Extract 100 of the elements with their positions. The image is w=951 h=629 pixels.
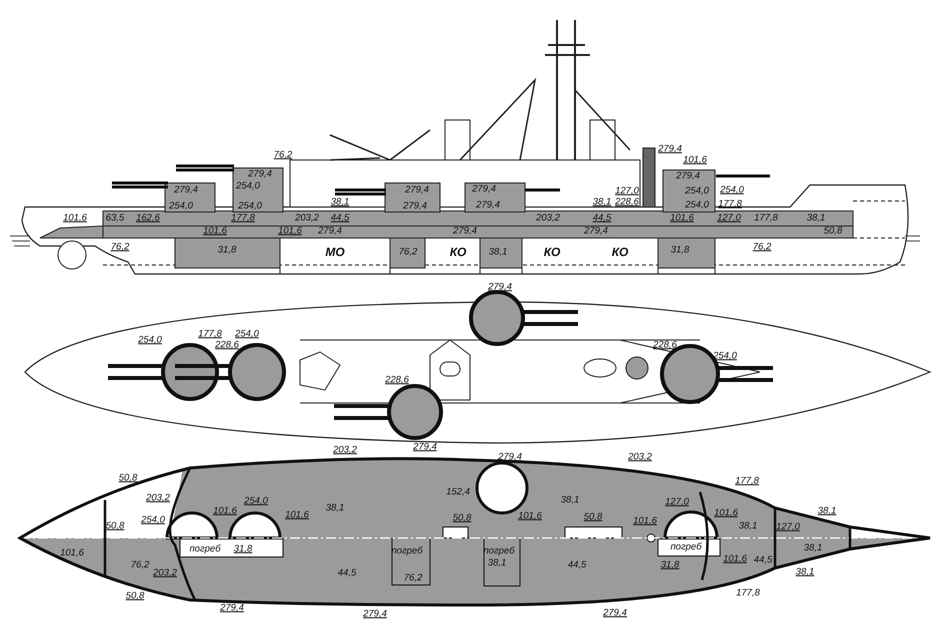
thickness-label: 254,0 bbox=[685, 186, 709, 196]
thickness-label: 279,4 bbox=[472, 184, 496, 194]
thickness-label: 177,8 bbox=[231, 213, 255, 223]
thickness-label: 203,2 bbox=[333, 445, 357, 455]
thickness-label: 203,2 bbox=[536, 213, 560, 223]
thickness-label: 101,6 bbox=[670, 213, 694, 223]
thickness-label: 254,0 bbox=[720, 185, 744, 195]
thickness-label: 38,1 bbox=[738, 521, 758, 531]
thickness-label: 44,5 bbox=[330, 213, 350, 223]
thickness-label: 38,1 bbox=[326, 503, 344, 513]
thickness-label: 279,4 bbox=[476, 200, 500, 210]
thickness-label: 101,6 bbox=[63, 213, 87, 223]
thickness-label: 279,4 bbox=[403, 201, 427, 211]
thickness-label: 228,6 bbox=[385, 375, 409, 385]
thickness-label: 279,4 bbox=[603, 608, 627, 618]
thickness-label: 38,1 bbox=[804, 543, 822, 553]
thickness-label: 254,0 bbox=[244, 496, 268, 506]
thickness-label: 127,0 bbox=[717, 213, 741, 223]
thickness-label: 76,2 bbox=[404, 573, 422, 583]
thickness-label: 203,2 bbox=[628, 452, 652, 462]
thickness-label: 203,2 bbox=[295, 213, 319, 223]
thickness-label: погреб bbox=[189, 544, 221, 554]
thickness-label: 101,6 bbox=[278, 226, 302, 236]
thickness-label: КО bbox=[450, 246, 466, 258]
thickness-label: 279,4 bbox=[248, 169, 272, 179]
thickness-label: 177,8 bbox=[736, 588, 760, 598]
thickness-label: 38,1 bbox=[806, 213, 826, 223]
thickness-label: 50,8 bbox=[118, 473, 138, 483]
thickness-label: МО bbox=[325, 246, 345, 258]
thickness-label: 279,4 bbox=[220, 603, 244, 613]
thickness-label: 63,5 bbox=[106, 213, 124, 223]
thickness-label: 279,4 bbox=[488, 282, 512, 292]
thickness-label: КО bbox=[612, 246, 628, 258]
thickness-label: 254,0 bbox=[235, 329, 259, 339]
thickness-label: 101,6 bbox=[633, 516, 657, 526]
thickness-label: 101,6 bbox=[683, 155, 707, 165]
thickness-label: 101,6 bbox=[723, 554, 747, 564]
thickness-label: 76,2 bbox=[130, 560, 150, 570]
thickness-label: 76,2 bbox=[274, 150, 292, 160]
thickness-label: 228,6 bbox=[653, 340, 677, 350]
thickness-label: 127,0 bbox=[665, 497, 689, 507]
thickness-label: 38,1 bbox=[592, 197, 612, 207]
thickness-label: 254,0 bbox=[141, 515, 165, 525]
thickness-label: 44,5 bbox=[338, 568, 356, 578]
thickness-label: 228,6 bbox=[615, 197, 639, 207]
thickness-label: 50,8 bbox=[584, 512, 602, 522]
thickness-label: 127,0 bbox=[776, 522, 800, 532]
thickness-label: погреб bbox=[483, 546, 515, 556]
thickness-label: 177,8 bbox=[198, 329, 222, 339]
thickness-label: 50,8 bbox=[106, 521, 124, 531]
thickness-label: 76,2 bbox=[752, 242, 772, 252]
thickness-label: 279,4 bbox=[405, 185, 429, 195]
thickness-label: 44,5 bbox=[592, 213, 612, 223]
thickness-label: 254,0 bbox=[685, 200, 709, 210]
thickness-label: 101,6 bbox=[213, 506, 237, 516]
thickness-label: 50,8 bbox=[126, 591, 144, 601]
thickness-label: 254,0 bbox=[169, 201, 193, 211]
thickness-label: 228,6 bbox=[215, 340, 239, 350]
thickness-label: 31,8 bbox=[234, 544, 252, 554]
thickness-label: 177,8 bbox=[718, 199, 742, 209]
thickness-label: 279,4 bbox=[453, 226, 477, 236]
thickness-label: 279,4 bbox=[318, 226, 342, 236]
thickness-label: погреб bbox=[391, 546, 423, 556]
thickness-label: 279,4 bbox=[363, 609, 387, 619]
thickness-label: 279,4 bbox=[413, 442, 437, 452]
thickness-label: 38,1 bbox=[796, 567, 814, 577]
thickness-label: 50,8 bbox=[824, 226, 842, 236]
thickness-label: 254,0 bbox=[138, 335, 162, 345]
thickness-label: 38,1 bbox=[330, 197, 350, 207]
thickness-label: 279,4 bbox=[498, 452, 522, 462]
thickness-label: 101,6 bbox=[60, 548, 84, 558]
thickness-label: 44,5 bbox=[568, 560, 586, 570]
thickness-label: 38,1 bbox=[488, 558, 506, 568]
thickness-label: 127,0 bbox=[615, 186, 639, 196]
thickness-label: 50,8 bbox=[452, 513, 472, 523]
thickness-label: 254,0 bbox=[236, 181, 260, 191]
thickness-label: 177,8 bbox=[754, 213, 778, 223]
thickness-label: 38,1 bbox=[560, 495, 580, 505]
thickness-label: 76,2 bbox=[110, 242, 130, 252]
thickness-label: 177,8 bbox=[735, 476, 759, 486]
thickness-label: 152,4 bbox=[446, 487, 470, 497]
thickness-label: 254,0 bbox=[238, 201, 262, 211]
thickness-label: 101,6 bbox=[203, 226, 227, 236]
thickness-label: 101,6 bbox=[714, 508, 738, 518]
thickness-label: 279,4 bbox=[174, 185, 198, 195]
thickness-label: 101,6 bbox=[285, 510, 309, 520]
thickness-label: 279,4 bbox=[584, 226, 608, 236]
thickness-label: 279,4 bbox=[676, 171, 700, 181]
thickness-label: 279,4 bbox=[658, 144, 682, 154]
thickness-label: 76,2 bbox=[398, 247, 418, 257]
thickness-label: 101,6 bbox=[518, 511, 542, 521]
thickness-label: 38,1 bbox=[818, 506, 836, 516]
thickness-label: 38,1 bbox=[488, 247, 508, 257]
thickness-label: 203,2 bbox=[146, 493, 170, 503]
thickness-label: 44,5 bbox=[754, 555, 772, 565]
thickness-label: 31,8 bbox=[218, 245, 236, 255]
thickness-label: 31,8 bbox=[660, 560, 680, 570]
thickness-label: 162,6 bbox=[136, 213, 160, 223]
thickness-label: погреб bbox=[670, 542, 702, 552]
thickness-label: КО bbox=[544, 246, 560, 258]
